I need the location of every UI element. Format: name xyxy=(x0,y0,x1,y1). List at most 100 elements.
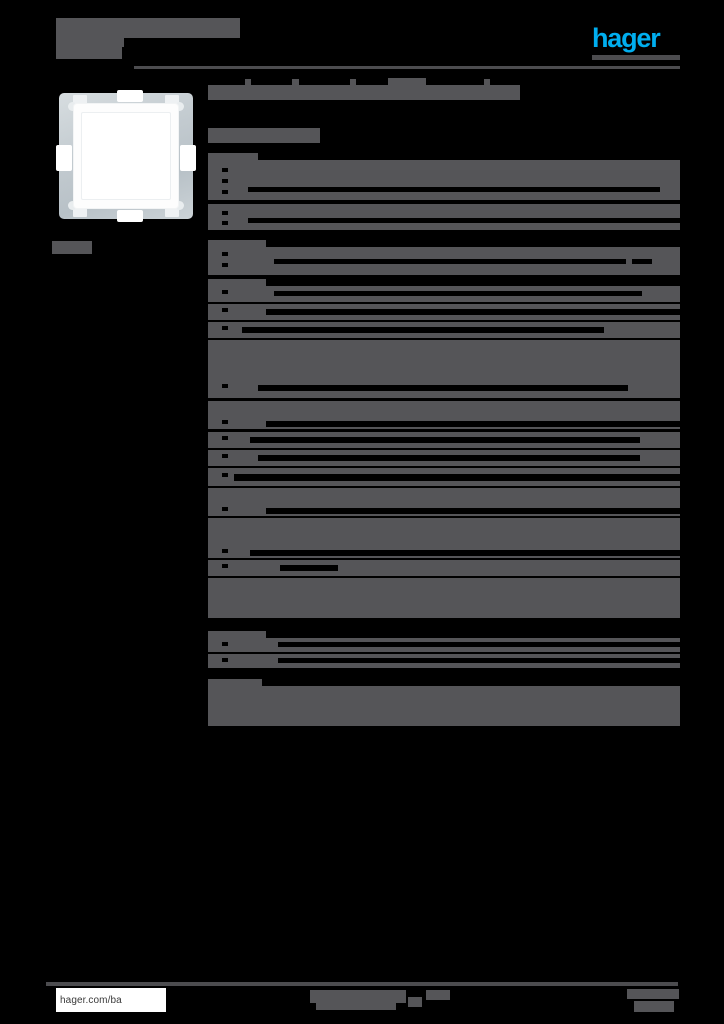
row-gap xyxy=(222,564,228,568)
row-rule xyxy=(248,187,660,192)
row-gap xyxy=(222,507,228,511)
spec-row-11 xyxy=(208,560,680,576)
spec-row-5 xyxy=(208,401,680,429)
row-rule xyxy=(250,437,640,443)
row-rule xyxy=(258,455,640,461)
page-header xyxy=(0,0,724,80)
frame-screw-bl xyxy=(68,201,77,210)
spec-row-9 xyxy=(208,488,680,516)
row-gap xyxy=(222,252,228,256)
frame-claw-right xyxy=(180,145,196,171)
page-footer xyxy=(0,975,724,1024)
switch-rocker-inner xyxy=(81,112,171,200)
hager-logo: hager xyxy=(592,24,684,60)
section-1-band-2 xyxy=(208,204,680,230)
row-rule xyxy=(250,474,680,481)
footer-divider xyxy=(46,982,678,986)
footer-right-line2-redacted xyxy=(634,1001,674,1012)
heading-ascender-4 xyxy=(388,78,426,86)
heading-ascender-3 xyxy=(350,79,356,86)
spec-row-2 xyxy=(208,304,680,320)
frame-notch-bl xyxy=(73,208,87,217)
header-subtitle-a-redacted xyxy=(126,25,160,30)
row-gap xyxy=(222,168,228,172)
spec-row-10 xyxy=(208,518,680,558)
row-gap xyxy=(222,190,228,194)
hager-logo-text: hager xyxy=(592,23,661,53)
section-5-band xyxy=(208,686,680,726)
spec-row-7 xyxy=(208,450,680,466)
row-rule-short xyxy=(280,565,338,571)
row-rule-lead xyxy=(234,474,252,481)
row-gap xyxy=(222,642,228,646)
row-gap xyxy=(222,263,228,267)
header-subtitle-c-redacted xyxy=(186,20,240,29)
product-column xyxy=(52,88,200,254)
row-rule xyxy=(250,550,680,556)
section-1-band xyxy=(208,160,680,200)
section-5-label-redacted xyxy=(208,679,262,690)
frame-screw-tl xyxy=(68,102,77,111)
row-rule-tail xyxy=(632,259,652,264)
frame-notch-tl xyxy=(73,95,87,104)
footer-center-line2-redacted xyxy=(316,1003,396,1010)
section-1-label-redacted xyxy=(208,153,258,164)
spec-row-6 xyxy=(208,432,680,448)
footer-center-mark-redacted xyxy=(408,997,422,1007)
frame-notch-tr xyxy=(165,95,179,104)
footer-center-line3-redacted xyxy=(426,990,450,1000)
row-rule xyxy=(278,658,680,663)
row-rule xyxy=(274,291,642,296)
row-rule xyxy=(266,421,680,427)
row-rule xyxy=(278,642,680,647)
header-title-line3-redacted xyxy=(56,47,122,59)
row-gap xyxy=(222,221,228,225)
spec-row-1 xyxy=(208,286,680,302)
frame-claw-bottom xyxy=(117,210,143,222)
row-gap xyxy=(222,454,228,458)
section-2-band xyxy=(208,247,680,275)
section-4-row-2 xyxy=(208,654,680,668)
logo-underline-redacted xyxy=(592,55,680,60)
product-image xyxy=(52,88,200,224)
footer-url-box[interactable]: hager.com/ba xyxy=(56,988,166,1012)
row-gap xyxy=(222,473,228,477)
row-gap xyxy=(222,308,228,312)
row-gap xyxy=(222,326,228,330)
row-rule xyxy=(266,309,680,315)
frame-screw-tr xyxy=(175,102,184,111)
row-gap xyxy=(222,420,228,424)
spec-row-3 xyxy=(208,322,680,338)
heading-ascender-5 xyxy=(484,79,490,86)
row-gap xyxy=(222,384,228,388)
row-gap xyxy=(222,179,228,183)
section-4-label-redacted xyxy=(208,631,266,642)
header-subtitle-b-redacted xyxy=(172,22,180,29)
header-title-line2-redacted xyxy=(56,38,124,47)
row-gap xyxy=(222,549,228,553)
spec-row-12 xyxy=(208,578,680,618)
frame-notch-br xyxy=(165,208,179,217)
heading-ascender-1 xyxy=(245,79,251,86)
product-code-redacted xyxy=(52,241,92,254)
spec-row-8 xyxy=(208,468,680,486)
section-4-row-1 xyxy=(208,638,680,652)
section-3-label-redacted xyxy=(208,279,266,290)
frame-screw-br xyxy=(175,201,184,210)
document-subheading-redacted xyxy=(208,128,320,143)
footer-url-text: hager.com/ba xyxy=(60,994,122,1006)
row-rule xyxy=(242,327,604,333)
row-rule xyxy=(248,218,680,223)
row-gap xyxy=(222,658,228,662)
frame-claw-top xyxy=(117,90,143,102)
row-rule xyxy=(274,259,626,264)
row-gap xyxy=(222,290,228,294)
row-gap xyxy=(222,436,228,440)
footer-center-line1-redacted xyxy=(310,990,406,1003)
document-heading-redacted xyxy=(208,85,520,100)
footer-right-line1-redacted xyxy=(627,989,679,999)
heading-ascender-2 xyxy=(292,79,299,86)
header-divider xyxy=(134,66,680,69)
row-rule xyxy=(258,385,628,391)
